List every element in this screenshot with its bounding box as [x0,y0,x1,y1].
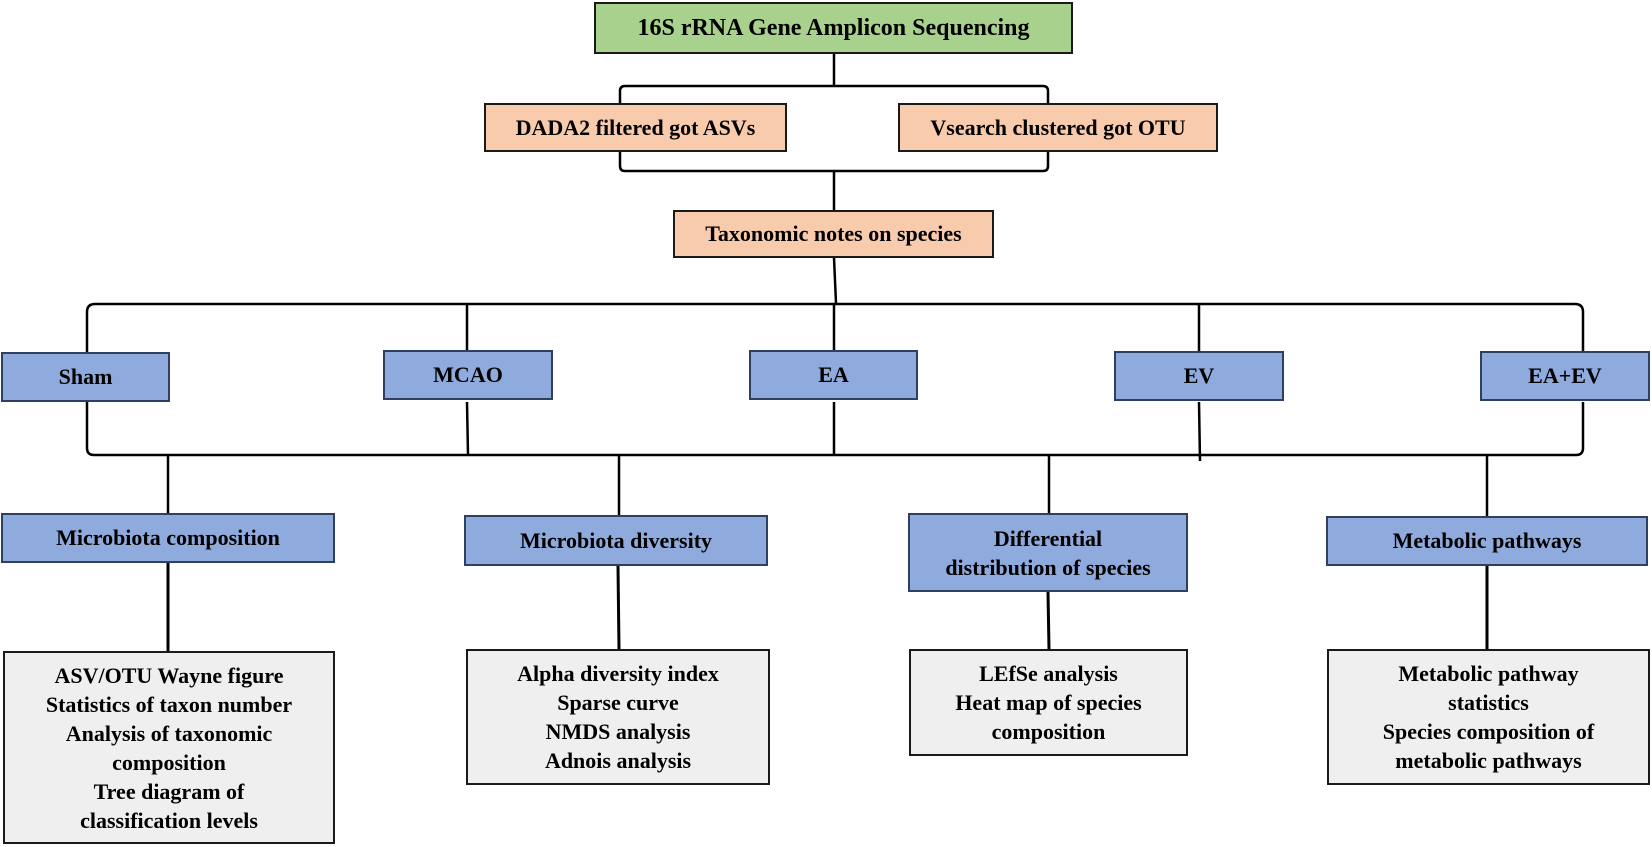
group-box-ea-ev: EA+EV [1480,351,1650,401]
analysis-box-differential: Differential distribution of species [908,513,1188,592]
detail-line: Adnois analysis [544,748,692,773]
detail-line: NMDS analysis [545,719,691,744]
connector-group-mcao-bottom [465,401,470,456]
analysis-box-metabolic: Metabolic pathways [1326,516,1648,566]
connector-group-ev-bottom [1197,401,1202,462]
detail-box-metabolic: Metabolic pathway statistics Species com… [1327,649,1650,785]
group-box-ev: EV [1114,351,1284,401]
detail-line: Statistics of taxon number [45,691,293,717]
detail-line: composition [112,749,226,775]
detail-line: Analysis of taxonomic [65,720,273,746]
taxonomy-box-text: Taxonomic notes on species [705,221,962,246]
detail-line: metabolic pathways [1395,748,1582,773]
analysis-box-diversity: Microbiota diversity [464,515,768,566]
detail-line: Tree diagram of [93,778,245,804]
title-box: 16S rRNA Gene Amplicon Sequencing [594,2,1073,54]
bracket-processing-bottom [618,152,1050,173]
detail-line: LEfSe analysis [979,661,1118,686]
bracket-processing-top [618,84,1050,103]
analysis-title-line: Metabolic pathways [1392,528,1582,553]
detail-line: Sparse curve [557,690,679,715]
connector-detail-3 [1046,591,1051,650]
connector-detail-2 [616,565,621,650]
detail-box-diversity: Alpha diversity index Sparse curve NMDS … [466,649,770,785]
analysis-title-line: Differential [993,525,1103,551]
dada2-box: DADA2 filtered got ASVs [484,103,787,152]
analysis-box-composition: Microbiota composition [1,513,335,563]
analysis-title-line: Microbiota composition [56,525,280,550]
group-label: EA+EV [1528,363,1602,388]
taxonomy-box: Taxonomic notes on species [673,210,994,258]
group-box-mcao: MCAO [383,350,553,400]
detail-line: Species composition of [1382,719,1595,744]
analysis-title-line: distribution of species [945,554,1151,580]
detail-line: Metabolic pathway [1398,661,1579,686]
analysis-title-line: Microbiota diversity [519,527,713,553]
vsearch-box-text: Vsearch clustered got OTU [930,114,1186,140]
detail-line: classification levels [80,807,258,833]
detail-line: statistics [1448,690,1529,715]
group-label: EA [818,362,849,387]
group-label: MCAO [433,362,503,387]
group-label: Sham [58,364,113,389]
detail-box-differential: LEfSe analysis Heat map of species compo… [909,649,1188,756]
detail-line: Alpha diversity index [517,661,719,686]
connector-taxonomy-down [832,257,838,304]
group-box-sham: Sham [1,352,170,402]
group-box-ea: EA [749,350,918,400]
detail-line: ASV/OTU Wayne figure [54,662,284,688]
group-label: EV [1183,363,1215,388]
detail-box-composition: ASV/OTU Wayne figure Statistics of taxon… [3,651,335,844]
title-box-text: 16S rRNA Gene Amplicon Sequencing [637,14,1030,41]
detail-line: Heat map of species [955,690,1142,715]
dada2-box-text: DADA2 filtered got ASVs [515,114,756,140]
detail-line: composition [991,719,1106,744]
vsearch-box: Vsearch clustered got OTU [898,103,1218,152]
